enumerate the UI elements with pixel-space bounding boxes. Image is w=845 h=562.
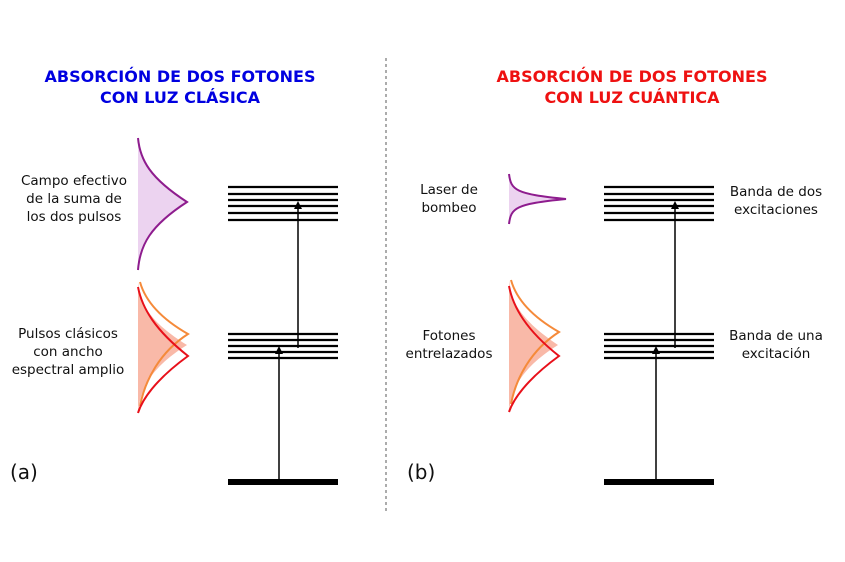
title-classical: ABSORCIÓN DE DOS FOTONES CON LUZ CLÁSICA <box>10 66 350 108</box>
classical-pulse-orange-outline <box>139 281 190 407</box>
label-effective-field: Campo efectivo de la suma de los dos pul… <box>6 172 142 226</box>
label-effective-field-line3: los dos pulsos <box>26 209 122 225</box>
label-one-excitation-band: Banda de una excitación <box>718 327 834 363</box>
pump-laser-pulse-fill <box>509 174 566 224</box>
label-two-excitation-band-line1: Banda de dos <box>729 184 823 200</box>
panel-letter-a: (a) <box>10 460 38 484</box>
label-classical-pulses-line2: con ancho <box>33 344 103 360</box>
title-quantum-line1: ABSORCIÓN DE DOS FOTONES <box>496 67 768 86</box>
effective-field-pulse-fill <box>138 138 187 270</box>
two-excitation-band-b <box>604 185 714 222</box>
one-excitation-band-b <box>604 332 714 360</box>
label-one-excitation-band-line1: Banda de una <box>729 328 823 344</box>
classical-pulse-red-outline <box>137 286 190 414</box>
label-effective-field-line2: de la suma de <box>26 191 122 207</box>
title-classical-line2: CON LUZ CLÁSICA <box>99 88 260 107</box>
one-excitation-band-a <box>228 332 338 360</box>
label-pump-laser-line1: Laser de <box>420 182 478 198</box>
label-two-excitation-band-line2: excitaciones <box>734 202 818 218</box>
label-entangled-photons-line1: Fotones <box>422 328 476 344</box>
label-two-excitation-band: Banda de dos excitaciones <box>718 183 834 219</box>
entangled-photons-orange-outline <box>510 279 561 405</box>
label-entangled-photons-line2: entrelazados <box>405 346 493 362</box>
title-quantum: ABSORCIÓN DE DOS FOTONES CON LUZ CUÁNTIC… <box>462 66 802 108</box>
label-pump-laser-line2: bombeo <box>421 200 477 216</box>
classical-pulse-fill <box>138 282 187 413</box>
label-classical-pulses-line1: Pulsos clásicos <box>18 326 118 342</box>
label-classical-pulses: Pulsos clásicos con ancho espectral ampl… <box>0 325 136 379</box>
label-one-excitation-band-line2: excitación <box>741 346 811 362</box>
entangled-photons-red-outline <box>508 285 561 413</box>
two-excitation-band-a <box>228 185 338 222</box>
entangled-photons-fill <box>509 280 558 412</box>
label-entangled-photons: Fotones entrelazados <box>398 327 500 363</box>
panel-letter-b: (b) <box>407 460 436 484</box>
label-pump-laser: Laser de bombeo <box>404 181 494 217</box>
effective-field-pulse-outline <box>137 137 189 271</box>
pump-laser-pulse-outline <box>508 173 567 225</box>
title-quantum-line2: CON LUZ CUÁNTICA <box>544 88 720 107</box>
label-classical-pulses-line3: espectral amplio <box>11 362 125 378</box>
label-effective-field-line1: Campo efectivo <box>20 173 128 189</box>
title-classical-line1: ABSORCIÓN DE DOS FOTONES <box>44 67 316 86</box>
